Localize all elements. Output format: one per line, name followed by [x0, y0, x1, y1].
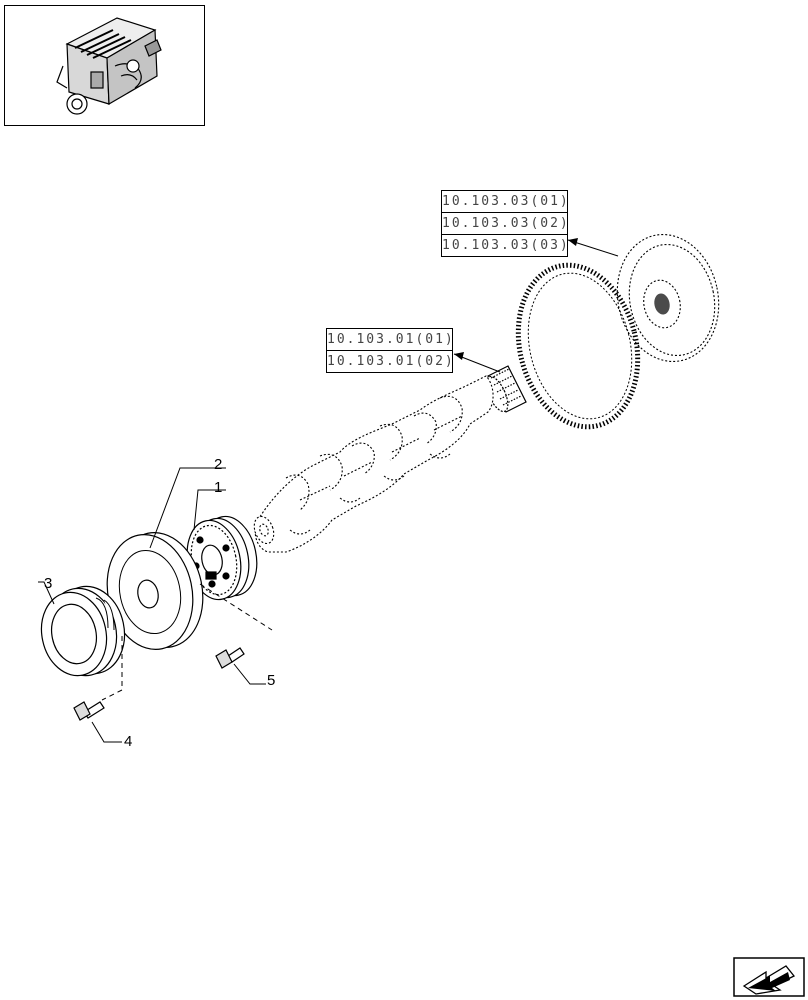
engine-thumbnail-icon [56, 17, 162, 115]
ring-gear [515, 262, 641, 430]
next-page-arrow-icon[interactable] [733, 957, 805, 997]
callout-part-5: 5 [267, 672, 276, 689]
flywheel-reference-table: 10.103.03(01) 10.103.03(02) 10.103.03(03… [441, 190, 568, 257]
arrowhead-crankshaft [454, 352, 464, 360]
flywheel-reference-2[interactable]: 10.103.03(02) [442, 213, 568, 235]
callout-part-1: 1 [214, 479, 223, 496]
alignment-lines [101, 583, 273, 701]
callout-part-3: 3 [44, 575, 53, 592]
bolt-part-5 [215, 647, 245, 669]
vibration-damper [106, 531, 204, 651]
crankshaft-reference-2[interactable]: 10.103.01(02) [327, 354, 455, 369]
arrowhead-flywheel [568, 238, 578, 246]
flywheel-reference-1[interactable]: 10.103.03(01) [442, 191, 568, 213]
callout-part-2: 2 [214, 456, 223, 473]
callout-part-4: 4 [124, 733, 133, 750]
crankshaft [253, 375, 494, 553]
belt-pulley [40, 585, 126, 677]
flywheel [616, 233, 720, 363]
crankshaft-reference-table: 10.103.01(01) 10.103.01(02) [326, 328, 453, 373]
flywheel-reference-3[interactable]: 10.103.03(03) [442, 238, 570, 253]
crankshaft-reference-1[interactable]: 10.103.01(01) [327, 329, 453, 351]
engine-thumbnail [4, 5, 205, 126]
bolt-part-4 [73, 701, 105, 721]
